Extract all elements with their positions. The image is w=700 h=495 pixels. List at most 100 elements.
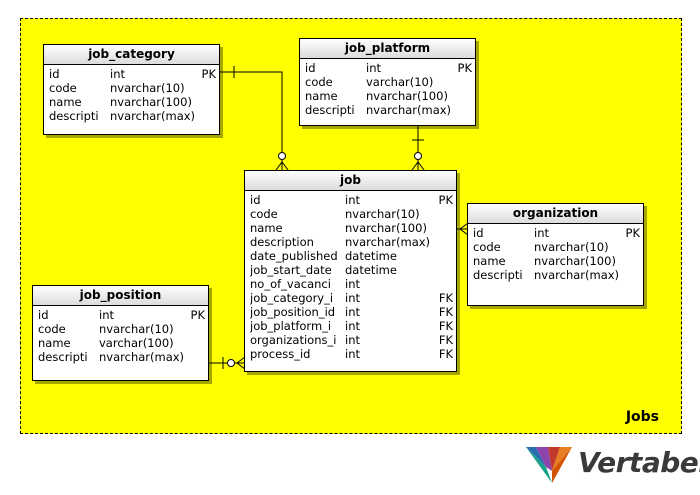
column-key-flag: FK [438, 347, 453, 361]
column-type: nvarchar(max) [534, 268, 620, 282]
rel-job-position-crowfoot [236, 356, 246, 370]
column-type: nvarchar(10) [99, 322, 174, 336]
column-type: int [99, 308, 114, 322]
vertabelo-logo-icon [526, 447, 572, 483]
rel-job-platform-crowfoot [411, 161, 425, 171]
column-type: nvarchar(max) [366, 103, 452, 117]
column-row[interactable]: descripti nvarchar(max) [300, 103, 475, 117]
column-key-flag: PK [625, 226, 640, 240]
column-row[interactable]: no_of_vacanci int [245, 277, 456, 291]
column-name: id [473, 226, 484, 240]
column-type: nvarchar(max) [345, 235, 431, 249]
column-name: descripti [473, 268, 523, 282]
column-row[interactable]: id int PK [44, 67, 219, 81]
column-row[interactable]: descripti nvarchar(max) [44, 109, 219, 123]
column-type: nvarchar(100) [345, 221, 427, 235]
column-row[interactable]: name varchar(100) [33, 336, 208, 350]
column-row[interactable]: name nvarchar(100) [468, 254, 643, 268]
column-row[interactable]: code nvarchar(10) [245, 207, 456, 221]
rel-job-position-optional-mark [227, 359, 235, 367]
column-name: organizations_i [250, 333, 337, 347]
column-name: id [49, 67, 60, 81]
column-name: date_published [250, 249, 338, 263]
column-name: code [305, 75, 333, 89]
column-name: descripti [38, 350, 88, 364]
rel-job-category-crowfoot [275, 161, 289, 171]
table-title: organization [468, 204, 643, 224]
column-key-flag: PK [457, 61, 472, 75]
column-name: descripti [49, 109, 99, 123]
column-name: name [38, 336, 71, 350]
column-name: name [305, 89, 338, 103]
column-type: datetime [345, 249, 397, 263]
column-type: int [366, 61, 381, 75]
column-row[interactable]: organizations_i int FK [245, 333, 456, 347]
column-row[interactable]: code nvarchar(10) [33, 322, 208, 336]
table-title: job [245, 171, 456, 191]
column-name: no_of_vacanci [250, 277, 331, 291]
column-name: name [250, 221, 283, 235]
table-title: job_platform [300, 39, 475, 59]
column-type: int [345, 291, 360, 305]
column-type: nvarchar(100) [534, 254, 616, 268]
column-key-flag: PK [190, 308, 205, 322]
column-type: varchar(10) [366, 75, 434, 89]
column-type: int [345, 277, 360, 291]
column-key-flag: FK [438, 319, 453, 333]
column-row[interactable]: job_start_date datetime [245, 263, 456, 277]
column-type: datetime [345, 263, 397, 277]
column-name: code [38, 322, 66, 336]
column-row[interactable]: code nvarchar(10) [44, 81, 219, 95]
column-type: nvarchar(10) [110, 81, 185, 95]
column-name: name [473, 254, 506, 268]
column-type: nvarchar(10) [534, 240, 609, 254]
column-name: job_position_id [250, 305, 336, 319]
column-name: code [473, 240, 501, 254]
column-name: descripti [305, 103, 355, 117]
column-type: nvarchar(10) [345, 207, 420, 221]
column-type: varchar(100) [99, 336, 174, 350]
column-name: id [305, 61, 316, 75]
column-name: code [49, 81, 77, 95]
column-type: int [345, 305, 360, 319]
column-row[interactable]: code nvarchar(10) [468, 240, 643, 254]
column-name: job_start_date [250, 263, 332, 277]
column-row[interactable]: id int PK [300, 61, 475, 75]
column-type: nvarchar(100) [110, 95, 192, 109]
rel-organization-crowfoot [459, 222, 469, 236]
column-type: nvarchar(max) [110, 109, 196, 123]
table-title: job_category [44, 45, 219, 65]
column-type: int [345, 333, 360, 347]
column-key-flag: FK [438, 291, 453, 305]
column-name: name [49, 95, 82, 109]
column-name: job_category_i [250, 291, 334, 305]
column-type: int [110, 67, 125, 81]
column-row[interactable]: name nvarchar(100) [245, 221, 456, 235]
column-row[interactable]: date_published datetime [245, 249, 456, 263]
column-row[interactable]: name nvarchar(100) [44, 95, 219, 109]
column-name: code [250, 207, 278, 221]
column-row[interactable]: code varchar(10) [300, 75, 475, 89]
column-row[interactable]: descripti nvarchar(max) [468, 268, 643, 282]
column-key-flag: FK [438, 333, 453, 347]
column-row[interactable]: job_category_i int FK [245, 291, 456, 305]
column-key-flag: PK [201, 67, 216, 81]
